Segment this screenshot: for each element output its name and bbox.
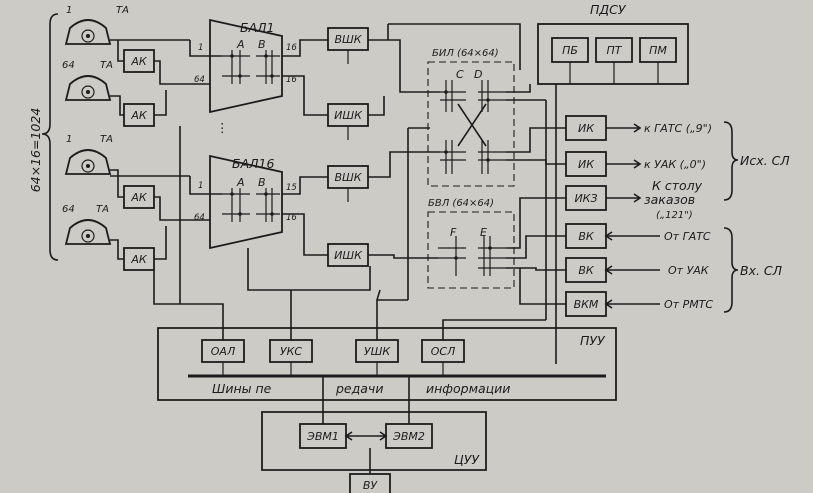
svg-text:ЭВМ2: ЭВМ2 xyxy=(392,430,425,443)
svg-text:16: 16 xyxy=(286,75,297,85)
svg-text:ОСЛ: ОСЛ xyxy=(431,345,456,358)
svg-text:АК: АК xyxy=(130,109,148,122)
in-trunk-label: Вх. СЛ xyxy=(740,263,783,278)
incoming-kits: ВК ВК ВКМ От ГАТС От УАК От РМТС Вх. СЛ xyxy=(565,223,783,317)
set-type-label: ТА xyxy=(100,134,113,145)
svg-text:ПБ: ПБ xyxy=(562,44,578,57)
bil-switch: БИЛ (64×64) С D xyxy=(427,48,515,187)
svg-text:1: 1 xyxy=(198,43,203,53)
telephone-sets: 1 ТА 64 ТА 1 ТА 64 ТА xyxy=(62,5,129,245)
interconnect-wiring xyxy=(282,23,566,364)
svg-text:АК: АК xyxy=(130,253,148,266)
svg-text:64: 64 xyxy=(194,213,205,223)
set-number-label: 64 xyxy=(62,60,75,71)
bal1-label: БАЛ1 xyxy=(240,20,274,35)
total-subscribers-label: 64×16=1024 xyxy=(28,108,43,193)
bvl-label: БВЛ (64×64) xyxy=(428,198,494,209)
svg-text:ВК: ВК xyxy=(578,230,595,243)
svg-text:15: 15 xyxy=(286,183,297,193)
tsuu-group: ЦУУ ЭВМ1 ЭВМ2 ВУ xyxy=(261,376,487,493)
set-type-label: ТА xyxy=(100,60,113,71)
bil-label: БИЛ (64×64) xyxy=(432,48,499,59)
set-number-label: 64 xyxy=(62,204,75,215)
svg-text:ОАЛ: ОАЛ xyxy=(211,345,235,358)
set-number-label: 1 xyxy=(66,134,72,145)
set-type-label: ТА xyxy=(116,5,129,16)
svg-text:В: В xyxy=(258,38,266,51)
bvl-switch: БВЛ (64×64) F Е xyxy=(427,198,515,289)
pdsu-group: ПДСУ ПБ ПТ ПМ xyxy=(537,2,689,85)
svg-text:ИК: ИК xyxy=(578,122,595,135)
svg-text:УКС: УКС xyxy=(280,345,303,358)
puu-label: ПУУ xyxy=(580,333,606,348)
set-number-label: 1 xyxy=(66,5,72,16)
subscriber-kits: АК АК АК АК xyxy=(123,49,155,271)
puu-group: ПУУ ОАЛ УКС УШК ОСЛ Шины пе редачи инфор… xyxy=(153,126,617,401)
pdsu-label: ПДСУ xyxy=(590,2,627,17)
svg-text:D: D xyxy=(474,68,482,81)
svg-text:АК: АК xyxy=(130,191,148,204)
svg-text:1: 1 xyxy=(198,181,203,191)
to-desk-label-2: заказов xyxy=(644,192,695,207)
svg-text:ЭВМ1: ЭВМ1 xyxy=(306,430,339,443)
svg-text:АК: АК xyxy=(130,55,148,68)
from-uak-label: От УАК xyxy=(668,264,710,277)
svg-text:ПТ: ПТ xyxy=(607,44,623,57)
svg-text:16: 16 xyxy=(286,43,297,53)
svg-text:ВУ: ВУ xyxy=(363,479,379,492)
svg-text:F: F xyxy=(450,226,457,239)
svg-text:ВШК: ВШК xyxy=(334,171,362,184)
svg-text:64: 64 xyxy=(194,75,205,85)
subscriber-brace: 64×16=1024 xyxy=(28,13,59,261)
phone-icon xyxy=(64,219,112,245)
out-trunk-label: Исх. СЛ xyxy=(740,153,790,168)
svg-text:В: В xyxy=(258,176,266,189)
svg-text:А: А xyxy=(236,38,245,51)
svg-text:ВШК: ВШК xyxy=(334,33,362,46)
svg-text:ВКМ: ВКМ xyxy=(574,298,599,311)
svg-text:Е: Е xyxy=(480,226,487,239)
bus-label-3: информации xyxy=(426,381,510,396)
phone-icon xyxy=(64,75,112,101)
svg-text:ИШК: ИШК xyxy=(334,249,363,262)
bal1-switch: БАЛ1 А В 1 64 16 16 xyxy=(194,18,297,114)
svg-text:С: С xyxy=(456,68,464,81)
outgoing-kits: ИК ИК ИКЗ к ГАТС („9") к УАК („0") К сто… xyxy=(565,115,790,221)
svg-text:ИКЗ: ИКЗ xyxy=(574,192,597,205)
to-gats-label: к ГАТС („9") xyxy=(644,122,712,135)
bus-label: Шины пе xyxy=(212,381,272,396)
svg-text:ИШК: ИШК xyxy=(334,109,363,122)
to-desk-label: К столу xyxy=(652,178,703,193)
svg-text:ИК: ИК xyxy=(578,158,595,171)
svg-text:ВК: ВК xyxy=(578,264,595,277)
from-gats-label: От ГАТС xyxy=(664,230,711,243)
svg-text:УШК: УШК xyxy=(364,345,391,358)
pdsu-frame xyxy=(537,23,689,85)
svg-text:А: А xyxy=(236,176,245,189)
ellipsis-label: ⋮ xyxy=(216,120,229,135)
bal16-switch: БАЛ16 А В 1 64 15 16 xyxy=(194,154,297,250)
bus-label-2: редачи xyxy=(335,381,383,396)
to-desk-label-3: („121") xyxy=(656,210,693,221)
phone-icon xyxy=(64,149,112,175)
tsuu-label: ЦУУ xyxy=(454,452,480,467)
set-type-label: ТА xyxy=(96,204,109,215)
from-rmts-label: От РМТС xyxy=(664,298,713,311)
to-uak-label: к УАК („0") xyxy=(644,158,706,171)
phone-icon xyxy=(64,19,112,45)
svg-text:ПМ: ПМ xyxy=(649,44,667,57)
svg-text:16: 16 xyxy=(286,213,297,223)
subscriber-lines xyxy=(110,39,210,260)
